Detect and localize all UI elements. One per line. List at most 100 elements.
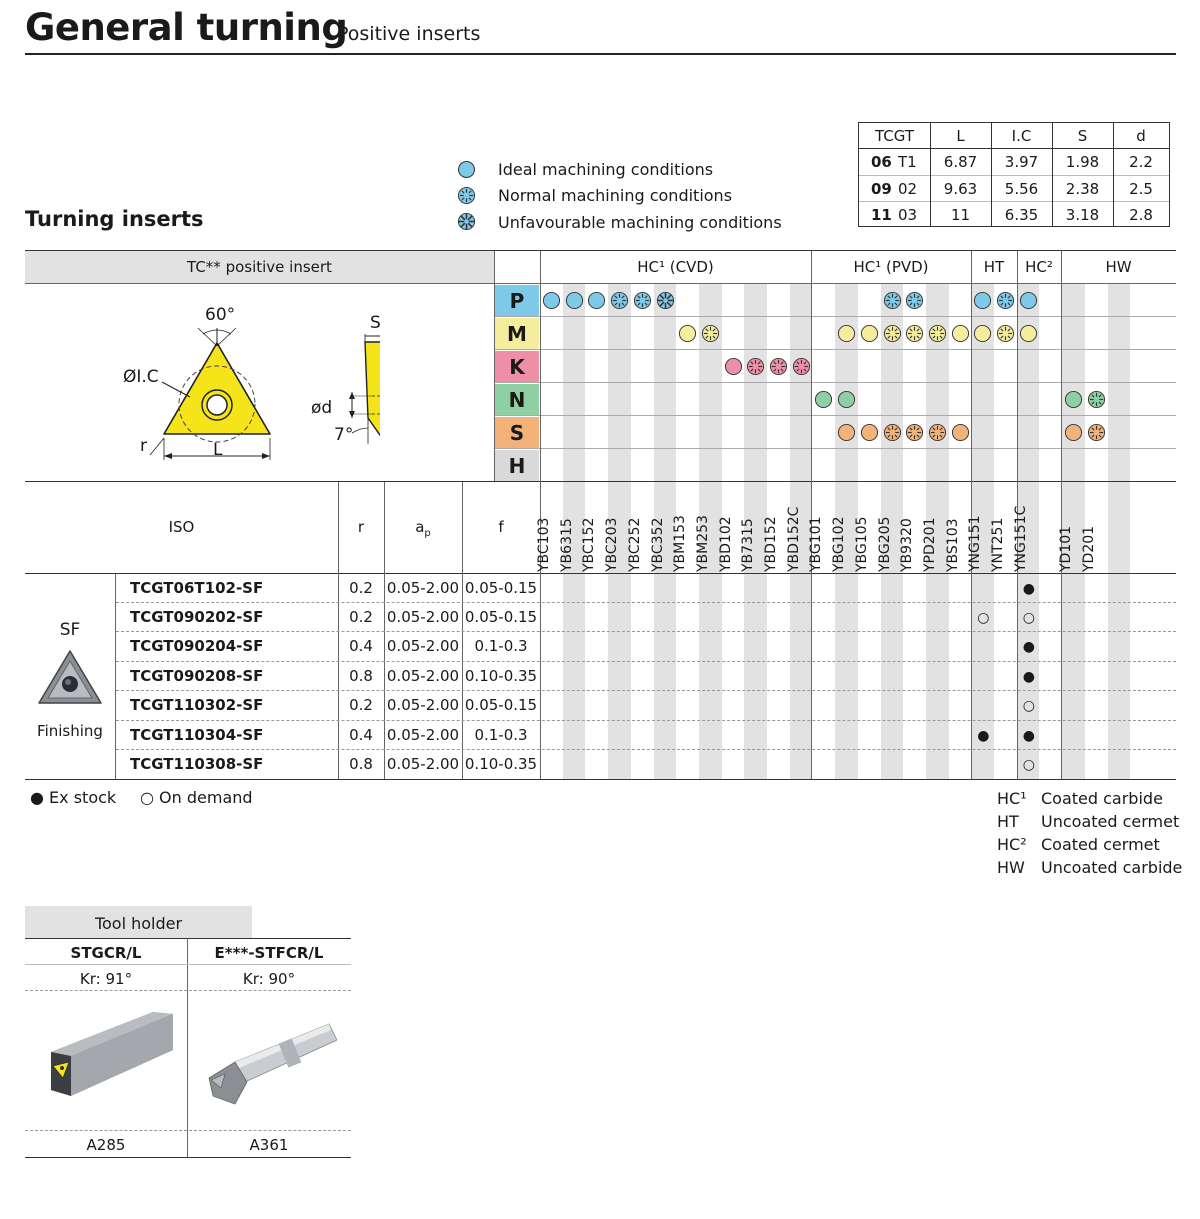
diagram-length-label: L [213,440,223,460]
f-header: f [498,518,504,536]
grade-label-text: YBG102 [831,516,848,572]
grade-legend-desc: Uncoated carbide [1041,858,1183,877]
corner-radius: 0.2 [349,696,373,714]
ideal-condition-icon [458,161,475,178]
insert-header-bg [25,251,494,283]
corner-radius: 0.4 [349,726,373,744]
chipbreaker-desc: Finishing [37,722,103,740]
depth-of-cut: 0.05-2.00 [386,726,460,744]
ideal-condition-icon [974,324,992,343]
ideal-condition-icon [1019,324,1037,343]
ideal-condition-icon [951,324,969,343]
corner-radius: 0.2 [349,579,373,597]
grade-column-band [744,284,767,779]
grade-label-text: YBC152 [581,517,598,572]
on-demand-legend: ○ On demand [140,788,253,807]
ideal-condition-icon [1019,291,1037,310]
normal-condition-icon [747,357,765,376]
corner-radius: 0.8 [349,667,373,685]
on-demand-mark: ○ [977,610,990,626]
dims-header-l: L [956,127,965,145]
holder-name: STGCR/L [70,944,142,962]
dims-s: 2.38 [1065,180,1100,198]
dims-header-s: S [1077,127,1088,145]
grade-column-band [789,284,813,779]
grade-label-text: YBC352 [649,517,666,572]
grade-legend-code: HW [997,858,1025,877]
page-title: General turning [25,6,348,49]
dims-thickness: 02 [898,180,918,198]
depth-of-cut: 0.05-2.00 [386,667,460,685]
ideal-condition-icon [838,390,856,409]
normal-condition-icon [928,423,946,442]
chipbreaker-label: SF [59,620,81,640]
row-separator [116,720,1176,721]
row-separator [116,631,1176,632]
normal-condition-icon [928,324,946,343]
group-header-hc2: HC² [1025,258,1053,276]
grade-label-text: YBG101 [808,516,825,572]
grade-label-text: YBG105 [853,516,870,572]
material-m: M [495,318,539,349]
grade-label-text: YBD152 [763,516,779,572]
grade-label-text: YNT251 [990,517,1006,572]
dims-ic: 6.35 [1004,206,1039,224]
unfavourable-condition-icon [656,291,674,310]
tool-holder-panel: Tool holder STGCR/L Kr: 91° A285 E***-ST… [25,906,351,1158]
normal-condition-icon [906,324,924,343]
on-demand-mark: ○ [1022,698,1035,714]
page-subtitle: Positive inserts [337,23,481,45]
grade-label-text: YB6315 [558,518,575,572]
iso-code: TCGT110302-SF [130,696,264,714]
grade-legend-code: HT [997,812,1019,831]
diagram-radius-label: r [140,436,147,456]
grade-column-band [925,284,949,779]
grade-label-text: YBC203 [604,517,621,572]
grade-label-text: YBM153 [672,515,689,572]
ideal-condition-icon [838,324,856,343]
ideal-condition-label: Ideal machining conditions [498,160,714,179]
grade-label-text: YBD152C [785,506,802,572]
section-title: Turning inserts [25,207,204,231]
grade-column-band [1062,284,1085,779]
material-h: H [495,450,539,481]
grade-label-text: YBM253 [694,515,711,572]
depth-of-cut: 0.05-2.00 [386,637,460,655]
diagram-clearance-label: 7° [334,425,354,445]
boring-bar-image [208,1023,337,1105]
normal-condition-icon [611,291,629,310]
grade-column-band [698,284,722,779]
iso-header: ISO [168,518,195,536]
group-header-pvd: HC¹ (PVD) [853,258,929,276]
grade-column-band [1107,284,1131,779]
corner-radius: 0.8 [349,755,373,773]
dims-l: 11 [950,206,971,224]
ex-stock-mark: ● [1022,639,1035,655]
normal-condition-label: Normal machining conditions [498,186,733,205]
ex-stock-mark: ● [977,728,990,744]
ideal-condition-icon [542,291,561,310]
on-demand-mark: ○ [1022,610,1035,626]
unfavourable-condition-label: Unfavourable machining conditions [498,213,782,232]
material-k: K [495,351,539,382]
main-table: TC** positive insert HC¹ (CVD) HC¹ (PVD)… [25,250,1176,780]
grade-legend-desc: Coated carbide [1041,789,1163,808]
feed-rate: 0.10-0.35 [464,755,538,773]
diagram-hole-label: ød [311,398,333,418]
normal-condition-icon [996,291,1015,310]
feed-rate: 0.1-0.3 [474,726,528,744]
normal-condition-icon [1087,423,1105,442]
iso-code: TCGT090204-SF [130,637,264,655]
grade-column-band [880,284,904,779]
normal-condition-icon [906,291,924,310]
feed-rate: 0.05-0.15 [464,608,538,626]
grade-column-band [562,284,586,779]
feed-rate: 0.1-0.3 [474,637,528,655]
grade-legend-code: HC² [997,835,1027,854]
group-header-ht: HT [983,258,1005,276]
dimensions-table: TCGT L I.C S d 06 T1 6.87 3.97 1.98 2.2 … [858,122,1170,227]
diagram-angle-label: 60° [205,305,236,325]
ideal-condition-icon [1065,423,1083,442]
ap-header-main: a [415,518,425,536]
ideal-condition-icon [1065,390,1083,409]
